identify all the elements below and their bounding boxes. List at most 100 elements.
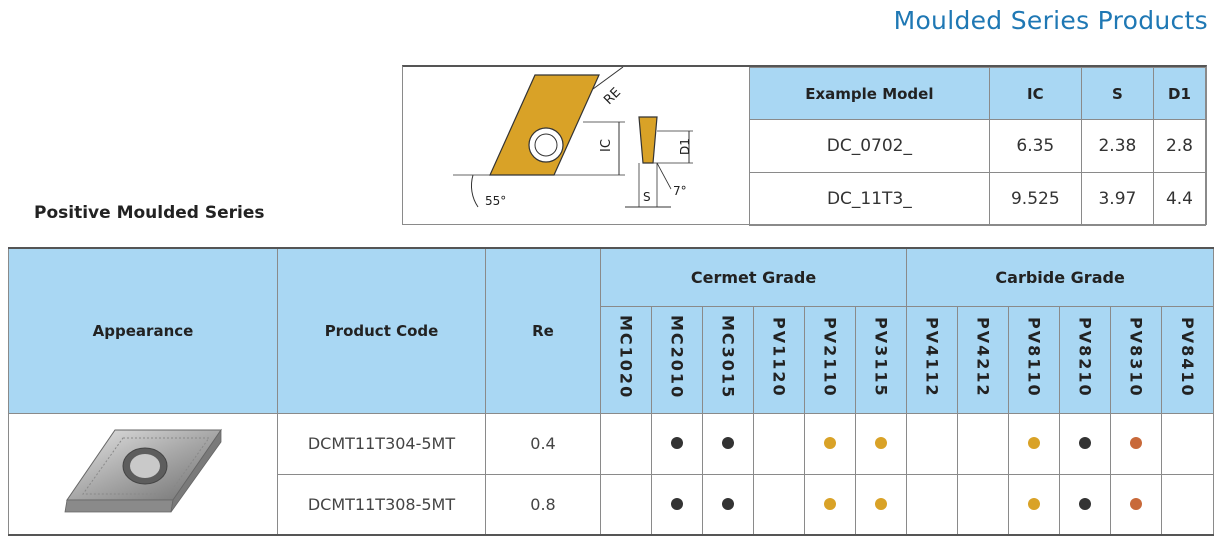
black-dot-icon [671,497,683,510]
grade-header-mc3015: MC3015 [702,305,754,414]
grade-header-pv2110: PV2110 [804,305,856,414]
insert-photo [64,428,222,513]
svg-text:IC: IC [599,139,614,152]
example-row: DC_11T3_ 9.525 3.97 4.4 [749,172,1207,226]
grade-label: PV4212 [973,317,993,398]
example-cell: 3.97 [1080,172,1154,226]
series-title: Positive Moulded Series [34,203,265,223]
re-cell: 0.4 [485,412,601,475]
example-cell: 2.38 [1080,119,1154,173]
grade-header-pv4212: PV4212 [957,305,1010,414]
grade-label: PV8410 [1178,317,1198,398]
gold-dot-icon [1028,437,1041,449]
re-cell: 0.8 [485,473,601,536]
copper-dot-icon [1130,437,1143,449]
grade-cell-pv3115 [854,473,908,536]
grade-label: PV4112 [922,317,942,398]
grade-label: MC1020 [616,315,636,400]
grade-header-mc2010: MC2010 [651,305,703,414]
grade-cell-pv2110 [804,473,856,536]
grade-header-pv8110: PV8110 [1008,305,1061,414]
grade-cell-pv4212 [957,412,1010,475]
grade-cell-pv1120 [753,473,805,536]
gold-dot-icon [1028,497,1041,510]
example-header-s: S [1080,67,1154,120]
example-box: RE IC 55° D1 S 7° Example Model IC S D1 [402,65,1207,226]
re-header: Re [485,247,601,414]
example-cell: 2.8 [1152,119,1207,173]
carbide-grade-header: Carbide Grade [906,247,1215,307]
grade-cell-pv4112 [906,473,959,536]
page-title: Moulded Series Products [893,6,1208,35]
gold-dot-icon [824,497,836,510]
grade-cell-pv2110 [804,412,856,475]
copper-dot-icon [1130,497,1143,510]
grade-label: MC3015 [718,315,738,400]
cermet-grade-header: Cermet Grade [599,247,908,307]
appearance-header: Appearance [8,247,278,414]
grade-cell-pv4212 [957,473,1010,536]
gold-dot-icon [875,497,888,510]
black-dot-icon [1079,497,1092,510]
grade-cell-pv8310 [1110,473,1163,536]
example-cell: 6.35 [988,119,1082,173]
grade-header-pv3115: PV3115 [854,305,908,414]
grade-cell-mc1020 [600,412,652,475]
svg-text:S: S [643,190,651,204]
grade-cell-mc1020 [600,473,652,536]
svg-text:7°: 7° [673,184,687,198]
insert-diagram: RE IC 55° D1 S 7° [453,67,693,208]
grade-cell-pv8410 [1161,473,1215,536]
example-table: Example Model IC S D1 DC_0702_ 6.35 2.38… [749,67,1207,226]
grade-label: MC2010 [667,315,687,400]
grade-header-mc1020: MC1020 [600,305,652,414]
example-cell: DC_11T3_ [749,172,990,226]
example-cell: 4.4 [1152,172,1207,226]
grade-cell-mc2010 [651,412,703,475]
grade-header-pv8310: PV8310 [1110,305,1163,414]
black-dot-icon [722,497,734,510]
svg-text:55°: 55° [485,194,506,208]
grade-cell-pv8110 [1008,412,1061,475]
grade-cell-mc3015 [702,473,754,536]
svg-text:RE: RE [601,85,624,108]
grade-header-pv1120: PV1120 [753,305,805,414]
example-cell: 9.525 [988,172,1082,226]
grade-cell-pv8410 [1161,412,1215,475]
grade-label: PV8210 [1075,317,1095,398]
grade-cell-pv8110 [1008,473,1061,536]
grade-cell-mc3015 [702,412,754,475]
grade-cell-pv8210 [1059,412,1112,475]
example-header-model: Example Model [749,67,990,120]
example-cell: DC_0702_ [749,119,990,173]
product-code-header: Product Code [277,247,486,414]
grade-label: PV2110 [820,317,840,398]
example-header-ic: IC [988,67,1082,120]
grade-cell-pv4112 [906,412,959,475]
black-dot-icon [1079,437,1092,449]
example-header-d1: D1 [1152,67,1207,120]
grade-cell-pv8310 [1110,412,1163,475]
example-row: DC_0702_ 6.35 2.38 2.8 [749,119,1207,173]
grade-header-pv4112: PV4112 [906,305,959,414]
product-code-cell: DCMT11T304-5MT [277,412,486,475]
grade-label: PV8310 [1126,317,1146,398]
grade-label: PV3115 [871,317,891,398]
grade-label: PV1120 [769,317,789,398]
appearance-cell [8,412,278,536]
svg-text:D1: D1 [678,138,692,155]
grade-cell-pv8210 [1059,473,1112,536]
product-table: Appearance Product Code Re Cermet Grade … [8,247,1215,536]
grade-cell-pv3115 [854,412,908,475]
black-dot-icon [671,437,683,449]
grade-cell-mc2010 [651,473,703,536]
gold-dot-icon [824,437,836,449]
grade-header-pv8210: PV8210 [1059,305,1112,414]
gold-dot-icon [875,437,888,449]
grade-label: PV8110 [1024,317,1044,398]
grade-header-pv8410: PV8410 [1161,305,1215,414]
black-dot-icon [722,437,734,449]
grade-cell-pv1120 [753,412,805,475]
